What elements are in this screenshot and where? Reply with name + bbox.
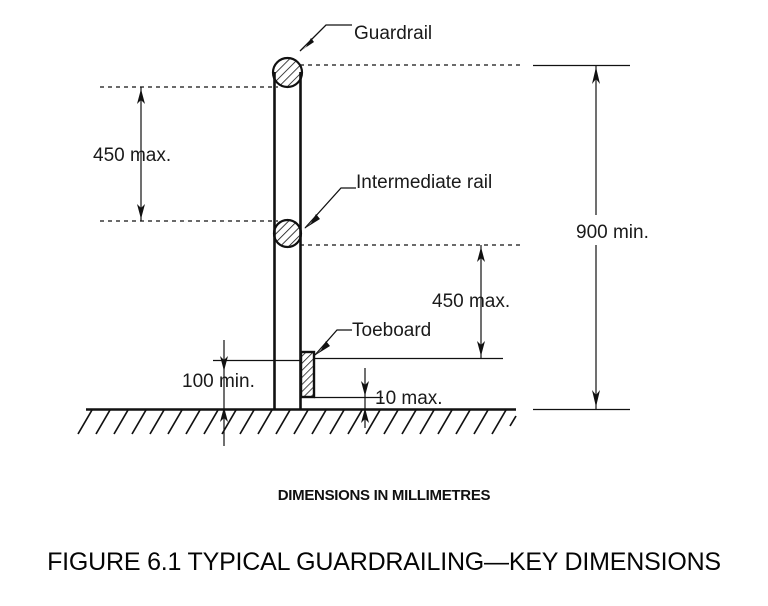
dimension-upper-450: 450 max. xyxy=(93,87,171,221)
ground xyxy=(77,408,517,435)
dim-label-upper-450: 450 max. xyxy=(93,145,171,166)
callout-toeboard: Toeboard xyxy=(314,320,431,356)
leader-line-intermediate-rail xyxy=(304,187,356,229)
dimension-lower-450: 450 max. xyxy=(314,245,510,360)
arrowhead-up-10-max xyxy=(361,408,369,423)
dimension-100-min: 100 min. xyxy=(182,340,301,446)
dimension-10-max: 10 max. xyxy=(314,368,443,428)
dim-label-900-backdrop xyxy=(570,215,746,245)
extension-lines xyxy=(100,64,522,246)
arrowhead-down-100-min xyxy=(220,356,228,371)
dim-label-900-min: 900 min. xyxy=(576,222,649,243)
arrowhead-toeboard xyxy=(314,341,330,356)
callout-guardrail: Guardrail xyxy=(299,23,432,52)
dim-label-10-max: 10 max. xyxy=(375,388,443,409)
intermediate-rail-section xyxy=(272,218,303,249)
arrowhead-down-upper-450 xyxy=(137,204,145,219)
guardrail-section xyxy=(271,56,304,89)
callout-label-toeboard: Toeboard xyxy=(352,320,431,341)
units-note: DIMENSIONS IN MILLIMETRES xyxy=(278,487,491,504)
callout-label-guardrail: Guardrail xyxy=(354,23,432,44)
arrowhead-up-900-min xyxy=(592,67,600,84)
arrowhead-guardrail xyxy=(299,38,314,52)
figure-title: FIGURE 6.1 TYPICAL GUARDRAILING—KEY DIME… xyxy=(47,548,721,576)
arrowhead-up-100-min xyxy=(220,407,228,422)
arrowhead-down-10-max xyxy=(361,381,369,396)
dimension-900-min: 900 min. xyxy=(533,64,746,411)
ground-hatching xyxy=(77,409,517,435)
callout-intermediate-rail: Intermediate rail xyxy=(304,172,492,229)
dim-label-100-min: 100 min. xyxy=(182,371,255,392)
arrowhead-down-900-min xyxy=(592,390,600,407)
toeboard-section xyxy=(299,350,316,399)
leader-line-toeboard xyxy=(314,329,352,356)
arrowhead-up-lower-450 xyxy=(477,247,485,262)
dim-label-lower-450: 450 max. xyxy=(432,291,510,312)
arrowhead-intermediate-rail xyxy=(304,214,320,229)
arrowhead-down-lower-450 xyxy=(477,341,485,356)
callout-label-intermediate-rail: Intermediate rail xyxy=(356,172,492,193)
arrowhead-up-upper-450 xyxy=(137,89,145,104)
